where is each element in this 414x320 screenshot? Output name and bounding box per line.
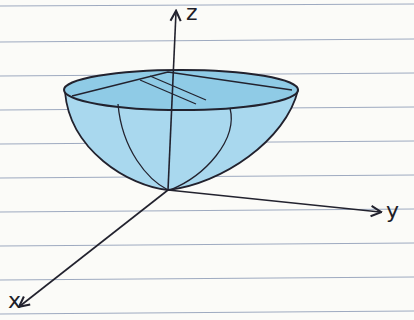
ruled-line bbox=[0, 39, 414, 42]
axis-label: x bbox=[8, 290, 21, 312]
ruled-line bbox=[0, 243, 414, 246]
ruled-line bbox=[0, 311, 414, 314]
axes bbox=[20, 12, 380, 306]
section-line bbox=[150, 76, 206, 100]
ruled-lines bbox=[0, 4, 414, 314]
axis-label: y bbox=[386, 200, 399, 222]
meridian-curve bbox=[170, 108, 231, 190]
z-axis bbox=[168, 12, 176, 190]
paraboloid-rim bbox=[64, 70, 298, 110]
axis-label: z bbox=[186, 2, 198, 24]
x-axis bbox=[20, 190, 168, 306]
section-line bbox=[72, 72, 292, 96]
y-axis bbox=[168, 190, 380, 212]
surface-curves bbox=[72, 72, 292, 190]
ruled-line bbox=[0, 4, 414, 6]
ruled-line bbox=[0, 277, 414, 280]
meridian-curve bbox=[118, 104, 168, 190]
paraboloid-surface bbox=[65, 71, 298, 190]
